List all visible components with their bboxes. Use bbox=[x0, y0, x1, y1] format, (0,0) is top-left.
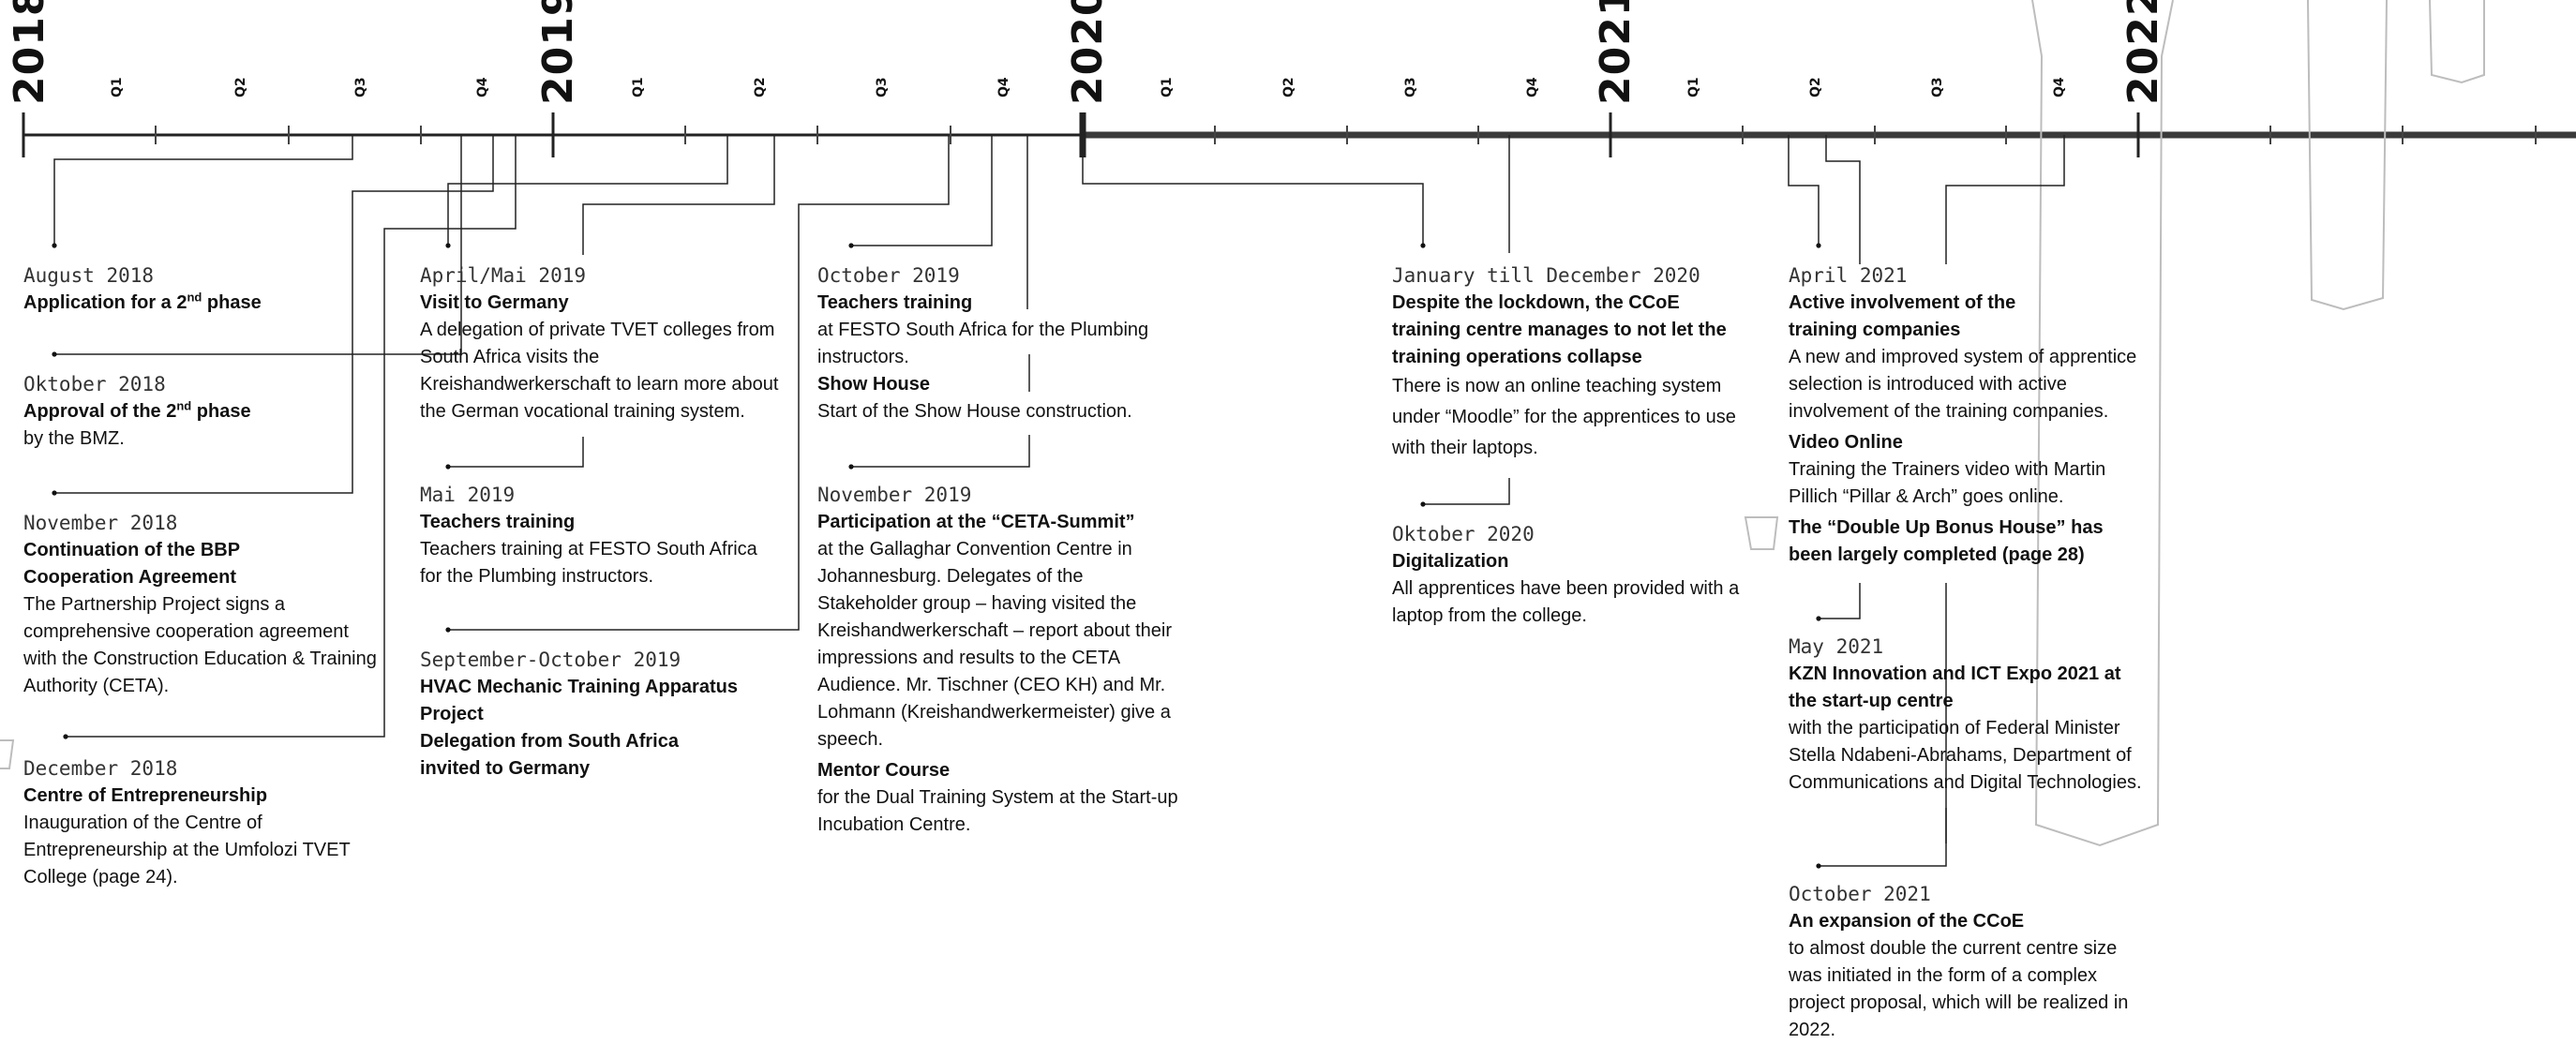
event-body: Teachers training at FESTO South Africa … bbox=[420, 539, 757, 587]
event-title: Centre of Entrepreneurship bbox=[23, 785, 268, 806]
event-date: November 2019 bbox=[817, 484, 972, 506]
event-date: September-October 2019 bbox=[420, 649, 681, 671]
event-mai-2019: Mai 2019 Teachers training Teachers trai… bbox=[420, 482, 781, 590]
event-november-2019: November 2019 Participation at the “CETA… bbox=[817, 482, 1178, 839]
event-body: by the BMZ. bbox=[23, 428, 125, 449]
quarter-label: Q3 bbox=[1930, 77, 1945, 97]
event-oktober-2020: Oktober 2020 Digitalization All apprenti… bbox=[1392, 521, 1744, 630]
quarter-label: Q1 bbox=[1160, 77, 1175, 97]
event-title-2: Video Online bbox=[1789, 432, 1903, 453]
year-label-2019: 2019 bbox=[534, 0, 582, 105]
event-body-2: for the Dual Training System at the Star… bbox=[817, 787, 1178, 835]
quarter-label: Q2 bbox=[233, 77, 248, 97]
event-body: The Partnership Project signs a comprehe… bbox=[23, 594, 377, 696]
event-date: Oktober 2018 bbox=[23, 373, 166, 395]
event-title: KZN Innovation and ICT Expo 2021 at the … bbox=[1789, 664, 2121, 711]
event-date: May 2021 bbox=[1789, 635, 1884, 658]
event-body: A new and improved system of apprentice … bbox=[1789, 347, 2137, 422]
event-september-october-2019: September-October 2019 HVAC Mechanic Tra… bbox=[420, 647, 781, 783]
event-title: Teachers training bbox=[817, 292, 973, 313]
year-label-2020: 2020 bbox=[1064, 0, 1112, 105]
event-december-2018: December 2018 Centre of Entrepreneurship… bbox=[23, 755, 380, 891]
event-date: January till December 2020 bbox=[1392, 264, 1700, 287]
event-title-2: Show House bbox=[817, 374, 931, 395]
event-title: Active involvement of the training compa… bbox=[1789, 292, 2016, 340]
event-august-2018: August 2018 Application for a 2nd phase bbox=[23, 262, 380, 317]
quarter-label: Q3 bbox=[353, 77, 368, 97]
event-body: with the participation of Federal Minist… bbox=[1789, 718, 2142, 793]
event-body: There is now an online teaching system u… bbox=[1392, 376, 1736, 458]
event-october-2019: October 2019 Teachers training at FESTO … bbox=[817, 262, 1178, 425]
event-title: Application for a 2nd phase bbox=[23, 290, 262, 313]
event-title: Visit to Germany bbox=[420, 292, 569, 313]
event-body: Inauguration of the Centre of Entreprene… bbox=[23, 813, 351, 887]
event-title: Approval of the 2nd phase bbox=[23, 398, 251, 422]
year-label-2018: 2018 bbox=[6, 0, 53, 105]
quarter-label: Q3 bbox=[875, 77, 890, 97]
event-april-2021: April 2021 Active involvement of the tra… bbox=[1789, 262, 2149, 569]
event-title-3: The “Double Up Bonus House” has been lar… bbox=[1789, 517, 2104, 565]
quarter-label: Q1 bbox=[1686, 77, 1701, 97]
year-label-2022: 2022 bbox=[2119, 0, 2167, 105]
event-title: Despite the lockdown, the CCoE training … bbox=[1392, 292, 1727, 367]
quarter-ticks bbox=[155, 126, 2537, 144]
event-title: An expansion of the CCoE bbox=[1789, 911, 2025, 932]
quarter-label: Q4 bbox=[996, 77, 1011, 97]
event-connectors bbox=[53, 135, 2065, 867]
event-body: at the Gallaghar Convention Centre in Jo… bbox=[817, 539, 1172, 750]
quarter-label: Q3 bbox=[1403, 77, 1418, 97]
event-body: All apprentices have been provided with … bbox=[1392, 578, 1740, 626]
event-april-mai-2019: April/Mai 2019 Visit to Germany A delega… bbox=[420, 262, 781, 425]
event-date: Mai 2019 bbox=[420, 484, 516, 506]
event-november-2018: November 2018 Continuation of the BBP Co… bbox=[23, 510, 380, 700]
event-october-2021: October 2021 An expansion of the CCoE to… bbox=[1789, 881, 2149, 1044]
event-oktober-2018: Oktober 2018 Approval of the 2nd phase b… bbox=[23, 371, 380, 453]
event-body: to almost double the current centre size… bbox=[1789, 938, 2129, 1040]
event-january-december-2020: January till December 2020 Despite the l… bbox=[1392, 262, 1744, 464]
quarter-label: Q2 bbox=[1808, 77, 1823, 97]
event-body-2: Start of the Show House construction. bbox=[817, 401, 1132, 422]
quarter-label: Q2 bbox=[1281, 77, 1296, 97]
year-label-2021: 2021 bbox=[1592, 0, 1640, 105]
event-body: at FESTO South Africa for the Plumbing i… bbox=[817, 320, 1149, 367]
event-title-2: Mentor Course bbox=[817, 760, 951, 781]
event-title-2: Delegation from South Africa invited to … bbox=[420, 731, 679, 779]
event-date: August 2018 bbox=[23, 264, 155, 287]
event-date: November 2018 bbox=[23, 512, 178, 534]
quarter-label: Q4 bbox=[2052, 77, 2067, 97]
quarter-label: Q4 bbox=[475, 77, 490, 97]
event-title: Teachers training bbox=[420, 512, 576, 532]
event-date: April/Mai 2019 bbox=[420, 264, 587, 287]
event-date: Oktober 2020 bbox=[1392, 523, 1535, 545]
quarter-label: Q2 bbox=[753, 77, 768, 97]
quarter-label: Q1 bbox=[110, 77, 125, 97]
event-title: HVAC Mechanic Training Apparatus Project bbox=[420, 677, 738, 724]
event-date: October 2019 bbox=[817, 264, 960, 287]
connector-dots bbox=[52, 243, 1821, 869]
event-date: December 2018 bbox=[23, 757, 178, 780]
quarter-label: Q1 bbox=[631, 77, 646, 97]
event-date: October 2021 bbox=[1789, 883, 1931, 905]
event-body-2: Training the Trainers video with Martin … bbox=[1789, 459, 2106, 507]
event-title: Participation at the “CETA-Summit” bbox=[817, 512, 1135, 532]
background-sketch bbox=[0, 0, 2485, 847]
event-may-2021: May 2021 KZN Innovation and ICT Expo 202… bbox=[1789, 634, 2149, 797]
event-date: April 2021 bbox=[1789, 264, 1908, 287]
event-title: Continuation of the BBP Cooperation Agre… bbox=[23, 540, 240, 588]
event-title: Digitalization bbox=[1392, 551, 1509, 572]
event-body: A delegation of private TVET colleges fr… bbox=[420, 320, 779, 422]
quarter-label: Q4 bbox=[1525, 77, 1540, 97]
